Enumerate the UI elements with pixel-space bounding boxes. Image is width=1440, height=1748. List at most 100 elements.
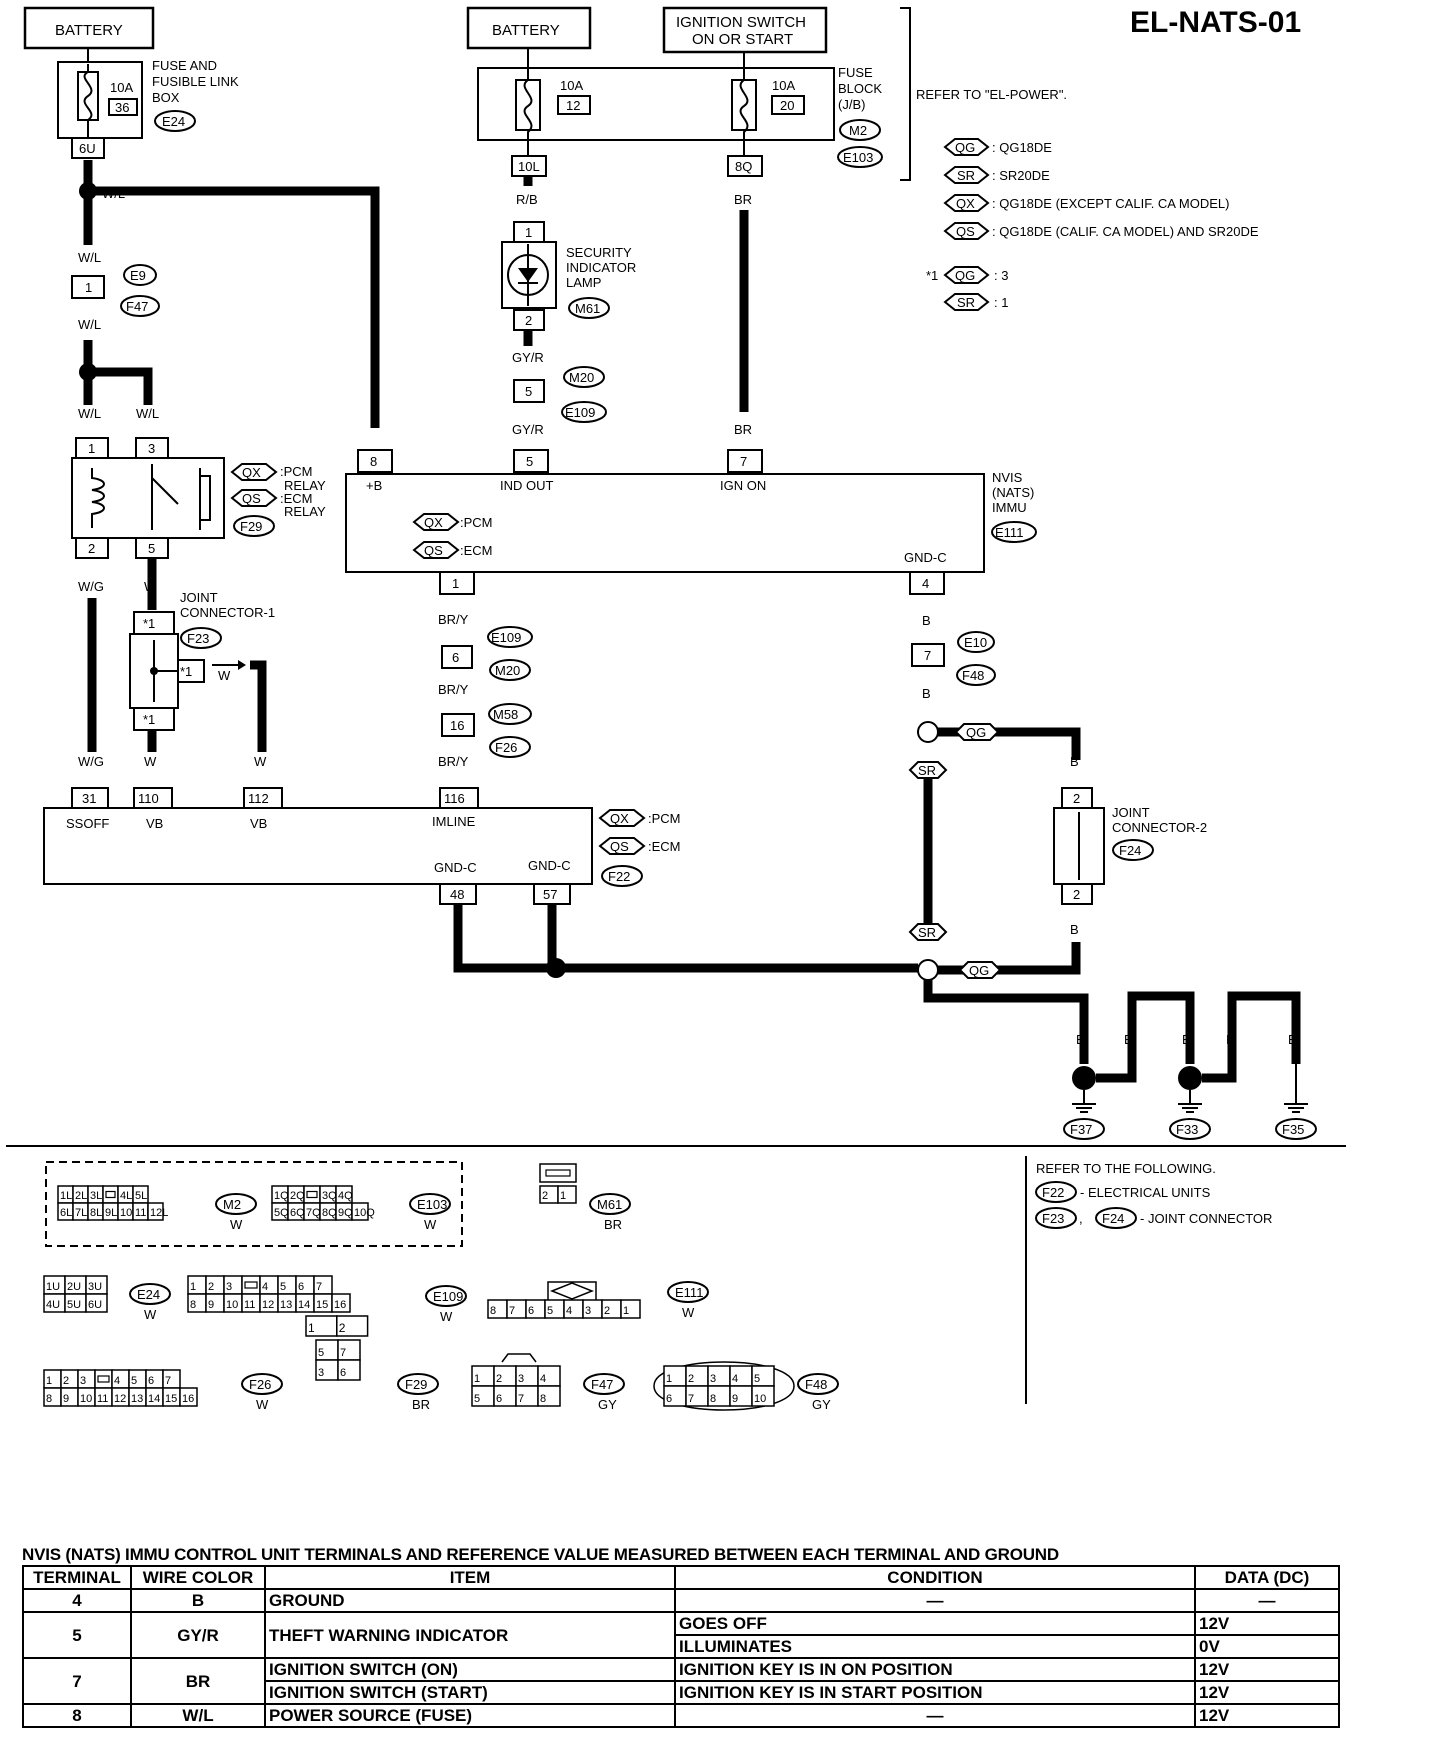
svg-text:4: 4 xyxy=(262,1281,268,1293)
svg-text:15: 15 xyxy=(316,1299,328,1311)
svg-text:6: 6 xyxy=(340,1367,346,1379)
svg-text:B: B xyxy=(1226,1032,1235,1047)
svg-text:36: 36 xyxy=(115,100,129,115)
svg-text:QX: QX xyxy=(242,465,261,480)
header-data: DATA (DC) xyxy=(1194,1565,1340,1590)
svg-text:M61: M61 xyxy=(575,301,600,316)
svg-text:FUSE AND: FUSE AND xyxy=(152,58,217,73)
svg-text:10: 10 xyxy=(226,1299,238,1311)
svg-text:10: 10 xyxy=(80,1393,92,1405)
svg-text:13: 13 xyxy=(280,1299,292,1311)
svg-text:48: 48 xyxy=(450,887,464,902)
svg-text:F26: F26 xyxy=(495,740,517,755)
svg-text:12: 12 xyxy=(566,98,580,113)
svg-text:8: 8 xyxy=(710,1393,716,1405)
svg-text:10A: 10A xyxy=(772,78,795,93)
svg-text:BR: BR xyxy=(604,1217,622,1232)
svg-text:M2: M2 xyxy=(849,123,867,138)
svg-text:QX: QX xyxy=(956,196,975,211)
svg-text:12: 12 xyxy=(114,1393,126,1405)
svg-text:E111: E111 xyxy=(675,1285,703,1300)
svg-text:F47: F47 xyxy=(126,299,148,314)
svg-text:(NATS): (NATS) xyxy=(992,485,1034,500)
svg-text:8: 8 xyxy=(540,1393,546,1405)
svg-text:1: 1 xyxy=(308,1321,315,1335)
svg-text:4: 4 xyxy=(566,1305,572,1317)
svg-text:4U: 4U xyxy=(46,1299,60,1311)
svg-text:1: 1 xyxy=(190,1281,196,1293)
svg-text:F48: F48 xyxy=(962,668,984,683)
svg-text:3: 3 xyxy=(318,1367,324,1379)
svg-text:2: 2 xyxy=(542,1190,548,1202)
svg-text:7: 7 xyxy=(924,648,931,663)
svg-text:- ELECTRICAL UNITS: - ELECTRICAL UNITS xyxy=(1080,1185,1211,1200)
table-row: 4 B GROUND — — xyxy=(22,1588,1340,1613)
table-row: 5 GY/R THEFT WARNING INDICATOR GOES OFF … xyxy=(22,1611,1340,1659)
ignition-label-2: ON OR START xyxy=(692,31,793,48)
svg-text:3: 3 xyxy=(585,1305,591,1317)
svg-text:4: 4 xyxy=(114,1375,120,1387)
engine-legend: QG : QG18DE SR : SR20DE QX : QG18DE (EXC… xyxy=(926,138,1259,311)
svg-text:M20: M20 xyxy=(495,663,520,678)
svg-text:14: 14 xyxy=(148,1393,160,1405)
refer-note-title: REFER TO THE FOLLOWING. xyxy=(1036,1161,1216,1176)
svg-text:1: 1 xyxy=(474,1373,480,1385)
svg-text:BR/Y: BR/Y xyxy=(438,754,469,769)
svg-text:M61: M61 xyxy=(597,1197,622,1212)
svg-text:BLOCK: BLOCK xyxy=(838,81,882,96)
svg-text:LAMP: LAMP xyxy=(566,275,601,290)
svg-text:E24: E24 xyxy=(137,1287,160,1302)
svg-text:4: 4 xyxy=(922,576,929,591)
svg-text:QG: QG xyxy=(955,140,975,155)
svg-text:16: 16 xyxy=(334,1299,346,1311)
svg-text:4L: 4L xyxy=(120,1190,132,1202)
svg-text::PCM: :PCM xyxy=(648,811,681,826)
svg-text:8: 8 xyxy=(190,1299,196,1311)
svg-text:W: W xyxy=(218,668,231,683)
svg-text:F33: F33 xyxy=(1176,1122,1198,1137)
svg-text:1: 1 xyxy=(525,225,532,240)
svg-text:14: 14 xyxy=(298,1299,310,1311)
svg-text:M2: M2 xyxy=(223,1197,241,1212)
svg-text:6Q: 6Q xyxy=(290,1207,305,1219)
svg-text:7Q: 7Q xyxy=(306,1207,321,1219)
svg-text:F23: F23 xyxy=(1042,1211,1064,1226)
svg-text:W/L: W/L xyxy=(78,317,101,332)
svg-text:57: 57 xyxy=(543,887,557,902)
svg-text:12: 12 xyxy=(262,1299,274,1311)
svg-text:GY/R: GY/R xyxy=(512,422,544,437)
svg-text:F24: F24 xyxy=(1102,1211,1124,1226)
svg-text:E103: E103 xyxy=(843,150,873,165)
table-caption: NVIS (NATS) IMMU CONTROL UNIT TERMINALS … xyxy=(22,1545,1059,1564)
svg-text:2Q: 2Q xyxy=(290,1190,305,1202)
svg-text:10: 10 xyxy=(754,1393,766,1405)
svg-text:6U: 6U xyxy=(79,141,96,156)
svg-text:5Q: 5Q xyxy=(274,1207,289,1219)
svg-text:6U: 6U xyxy=(88,1299,102,1311)
svg-text:3U: 3U xyxy=(88,1281,102,1293)
svg-text:E103: E103 xyxy=(417,1197,447,1212)
svg-text:IMMU: IMMU xyxy=(992,500,1027,515)
svg-text:QS: QS xyxy=(610,839,629,854)
svg-text:7: 7 xyxy=(518,1393,524,1405)
svg-text:SR: SR xyxy=(918,763,936,778)
svg-text:9: 9 xyxy=(732,1393,738,1405)
svg-text:F29: F29 xyxy=(405,1377,427,1392)
svg-text:6: 6 xyxy=(528,1305,534,1317)
svg-text:8Q: 8Q xyxy=(322,1207,337,1219)
svg-text:1: 1 xyxy=(623,1305,629,1317)
svg-text:3: 3 xyxy=(226,1281,232,1293)
svg-text:3: 3 xyxy=(518,1373,524,1385)
svg-text:VB: VB xyxy=(146,816,163,831)
svg-text:QG: QG xyxy=(969,963,989,978)
svg-text:10Q: 10Q xyxy=(354,1207,375,1219)
svg-text:5: 5 xyxy=(474,1393,480,1405)
svg-text:5: 5 xyxy=(525,384,532,399)
svg-text:2: 2 xyxy=(1073,791,1080,806)
svg-text:8Q: 8Q xyxy=(735,159,752,174)
svg-text:7: 7 xyxy=(165,1375,171,1387)
svg-text:1: 1 xyxy=(560,1190,566,1202)
